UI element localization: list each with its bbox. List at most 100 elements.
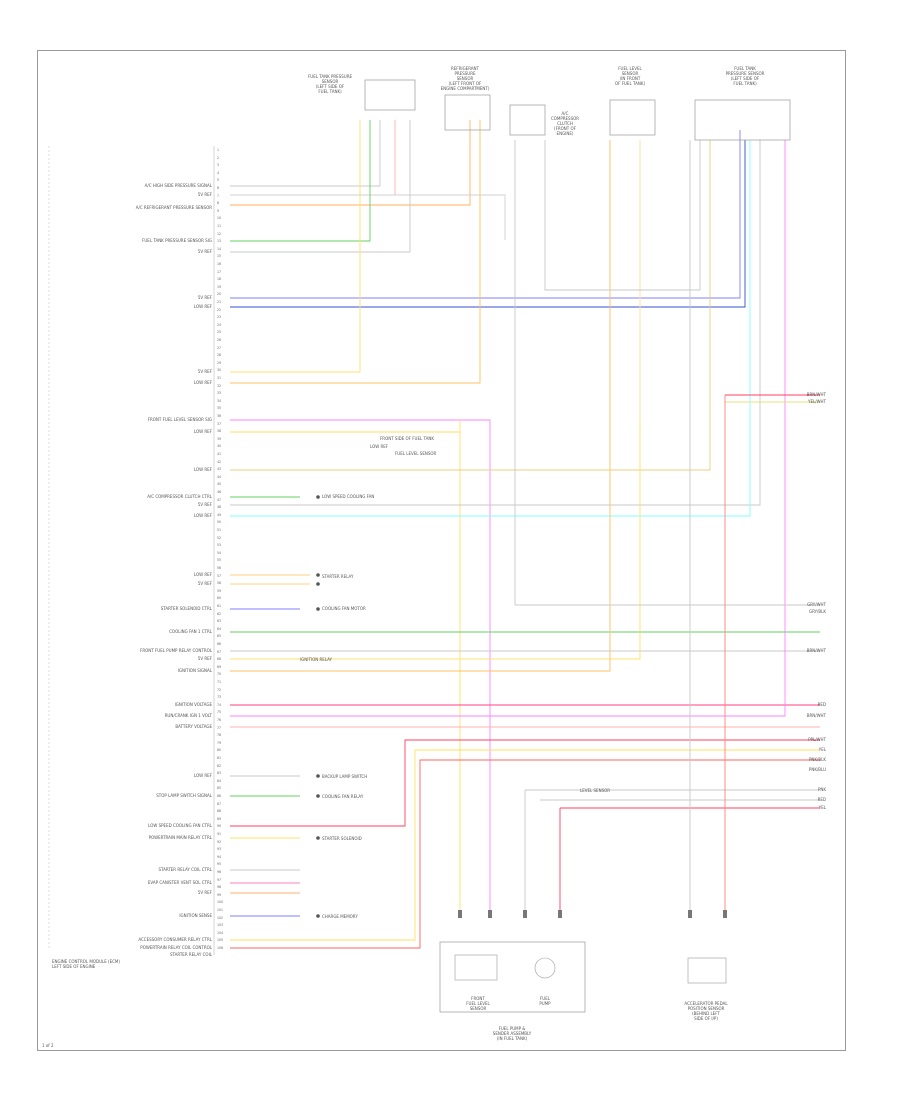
fuel-pump-assembly-box (439, 941, 586, 1013)
pin-number: 84 (217, 779, 221, 783)
pin-number: 45 (217, 482, 221, 486)
annotation: STARTER RELAY (322, 574, 354, 579)
pin-number: 15 (217, 254, 221, 258)
wire (230, 120, 481, 384)
pin-number: 63 (217, 619, 221, 623)
pin-number: 51 (217, 528, 221, 532)
terminal (723, 910, 727, 918)
pin-number: 83 (217, 771, 221, 775)
component-box (609, 99, 656, 136)
right-edge-label: BRN/WHT (807, 713, 827, 718)
diagram-frame (37, 50, 846, 1051)
component-label: ENGINE COMPARTMENT) (441, 86, 490, 91)
annotation: FRONT SIDE OF FUEL TANK (380, 436, 434, 441)
pin-number: 85 (217, 786, 221, 790)
pin-number: 64 (217, 627, 221, 631)
right-edge-label: PPL/WHT (808, 737, 826, 742)
signal-label: COOLING FAN 1 CTRL (169, 629, 213, 634)
pin-number: 27 (217, 346, 221, 350)
right-edge-label: YEL (818, 747, 827, 752)
component-label: SENSOR (470, 1006, 487, 1011)
pin-number: 102 (217, 916, 223, 920)
pin-number: 26 (217, 338, 221, 342)
pin-number: 43 (217, 467, 221, 471)
terminal (523, 910, 527, 918)
pin-number: 11 (217, 224, 221, 228)
annotation: COOLING FAN RELAY (322, 794, 364, 799)
pin-number: 13 (217, 239, 221, 243)
wire (230, 194, 506, 240)
annotation: LEVEL SENSOR (580, 788, 610, 793)
component-label: SENSOR (457, 76, 474, 81)
pin-number: 36 (217, 414, 221, 418)
component-label: (IN FUEL TANK) (497, 1036, 528, 1041)
right-edge-label: BRN/WHT (807, 648, 827, 653)
pin-number: 76 (217, 718, 221, 722)
pedal-sensor-box (687, 957, 727, 984)
signal-label: STOP LAMP SWITCH SIGNAL (156, 793, 213, 798)
signal-label: 5V REF (198, 581, 213, 586)
signal-label: POWERTRAIN MAIN RELAY CTRL (149, 835, 213, 840)
pin-number: 38 (217, 429, 221, 433)
right-edge-label: PNK/BLU (809, 767, 826, 772)
wire (230, 120, 381, 187)
signal-label: A/C HIGH SIDE PRESSURE SIGNAL (145, 183, 213, 188)
pin-number: 87 (217, 802, 221, 806)
annotation: BACKUP LAMP SWITCH (322, 774, 367, 779)
wire (230, 140, 641, 660)
wire (230, 140, 761, 506)
component-box (694, 99, 791, 141)
signal-label: 5V REF (198, 890, 213, 895)
pin-number: 78 (217, 733, 221, 737)
splice-dot (316, 582, 320, 586)
wire (230, 120, 411, 253)
component-label: ENGINE) (557, 131, 574, 136)
pin-number: 18 (217, 277, 221, 281)
component-label: FUEL LEVEL (618, 66, 642, 71)
pin-number: 12 (217, 232, 221, 236)
signal-label: A/C REFRIGERANT PRESSURE SENSOR (136, 205, 212, 210)
component-label: COMPRESSOR (551, 116, 579, 121)
component-label: SENDER ASSEMBLY (493, 1031, 532, 1036)
pin-number: 41 (217, 452, 221, 456)
pin-number: 34 (217, 399, 221, 403)
signal-label: ACCESSORY CONSUMER RELAY CTRL (138, 937, 212, 942)
pin-number: 23 (217, 315, 221, 319)
pin-number: 29 (217, 361, 221, 365)
component-label: FRONT (471, 996, 485, 1001)
pin-number: 31 (217, 376, 221, 380)
pin-number: 91 (217, 832, 221, 836)
pin-number: 33 (217, 391, 221, 395)
component-label: FUEL (540, 996, 551, 1001)
signal-label: A/C COMPRESSOR CLUTCH CTRL (147, 494, 213, 499)
signal-label: STARTER RELAY COIL CTRL (158, 867, 212, 872)
annotation: IGNITION RELAY (300, 657, 333, 662)
pin-number: 99 (217, 893, 221, 897)
right-edge-label: RED (818, 702, 826, 707)
signal-label: 5V REF (198, 502, 213, 507)
pin-number: 75 (217, 710, 221, 714)
pin-number: 103 (217, 923, 223, 927)
pin-number: 60 (217, 596, 221, 600)
signal-label: FRONT FUEL PUMP RELAY CONTROL (140, 648, 213, 653)
component-label: (LEFT SIDE OF (316, 84, 345, 89)
signal-label: LOW REF (194, 304, 213, 309)
pin-number: 10 (217, 216, 221, 220)
pin-number: 80 (217, 748, 221, 752)
pin-number: 14 (217, 247, 221, 251)
pin-number: 40 (217, 444, 221, 448)
pin-number: 9 (217, 209, 219, 213)
pin-number: 19 (217, 285, 221, 289)
pin-number: 54 (217, 551, 221, 555)
right-edge-label: BRN/WHT (807, 392, 827, 397)
pin-number: 25 (217, 330, 221, 334)
wire (230, 120, 471, 206)
pin-number: 28 (217, 353, 221, 357)
component-box (509, 104, 546, 136)
pin-number: 42 (217, 460, 221, 464)
component-label: FUEL TANK) (733, 81, 757, 86)
signal-label: IGNITION SIGNAL (178, 668, 213, 673)
pin-number: 65 (217, 634, 221, 638)
right-edge-label: PNK/BLK (809, 757, 826, 762)
signal-label: LOW REF (194, 467, 213, 472)
